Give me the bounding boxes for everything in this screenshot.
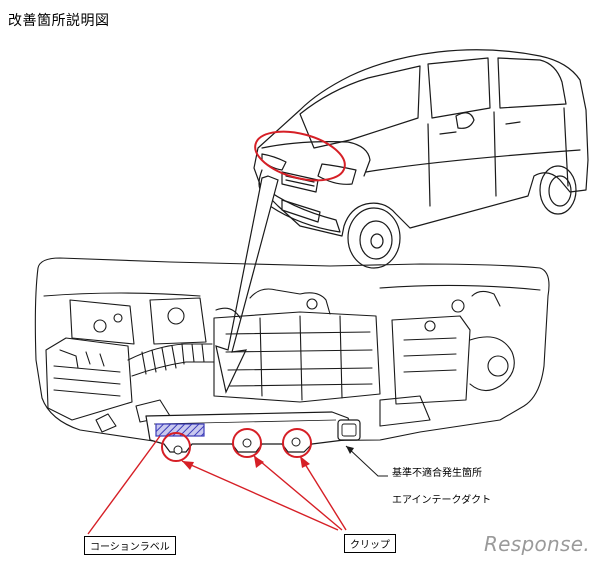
corrugated-hose	[127, 343, 215, 377]
duct-clip-hole-3	[291, 437, 301, 447]
car-door-line	[427, 107, 569, 207]
left-components	[45, 337, 133, 421]
clip-highlight-3	[282, 428, 312, 458]
clip-highlight-1	[161, 432, 191, 462]
car-body-outline	[253, 49, 589, 237]
car-headlight-left	[261, 153, 287, 171]
response-logo-icon: Response.	[483, 532, 590, 556]
clip-callout: クリップ	[344, 534, 396, 553]
car-front-wheel	[347, 207, 401, 269]
duct-clip-hole-1	[173, 445, 183, 455]
car-illustration	[253, 49, 589, 269]
red-arrowheads	[182, 456, 310, 470]
engine-block	[213, 311, 381, 403]
clip-highlight-2	[232, 428, 262, 458]
engine-bay-outline	[34, 257, 550, 443]
car-windshield	[299, 65, 421, 149]
zoom-arrow	[215, 175, 279, 394]
red-leader-lines	[87, 435, 347, 535]
engine-bay-illustration	[34, 257, 550, 443]
black-leader-line	[345, 445, 388, 477]
car-bumper	[261, 185, 341, 233]
car-front-side-window	[427, 57, 491, 119]
air-intake-duct	[145, 411, 361, 455]
right-components	[391, 315, 471, 405]
car-highlight-ellipse	[254, 130, 346, 182]
car-mirror	[455, 112, 475, 129]
car-rear-wheel	[539, 165, 577, 215]
caution-label-callout: コーションラベル	[84, 536, 176, 555]
caution-label-marker	[155, 423, 205, 437]
part-name-label: エアインテークダクト	[392, 495, 492, 506]
defect-location-label: 基準不適合発生箇所	[392, 468, 482, 479]
car-hood	[261, 141, 371, 177]
car-rear-side-window	[497, 57, 567, 109]
duct-clip-hole-2	[242, 438, 252, 448]
car-headlight-right	[317, 163, 357, 185]
duct-end	[337, 419, 361, 441]
diagram-title: 改善箇所説明図	[8, 13, 110, 29]
